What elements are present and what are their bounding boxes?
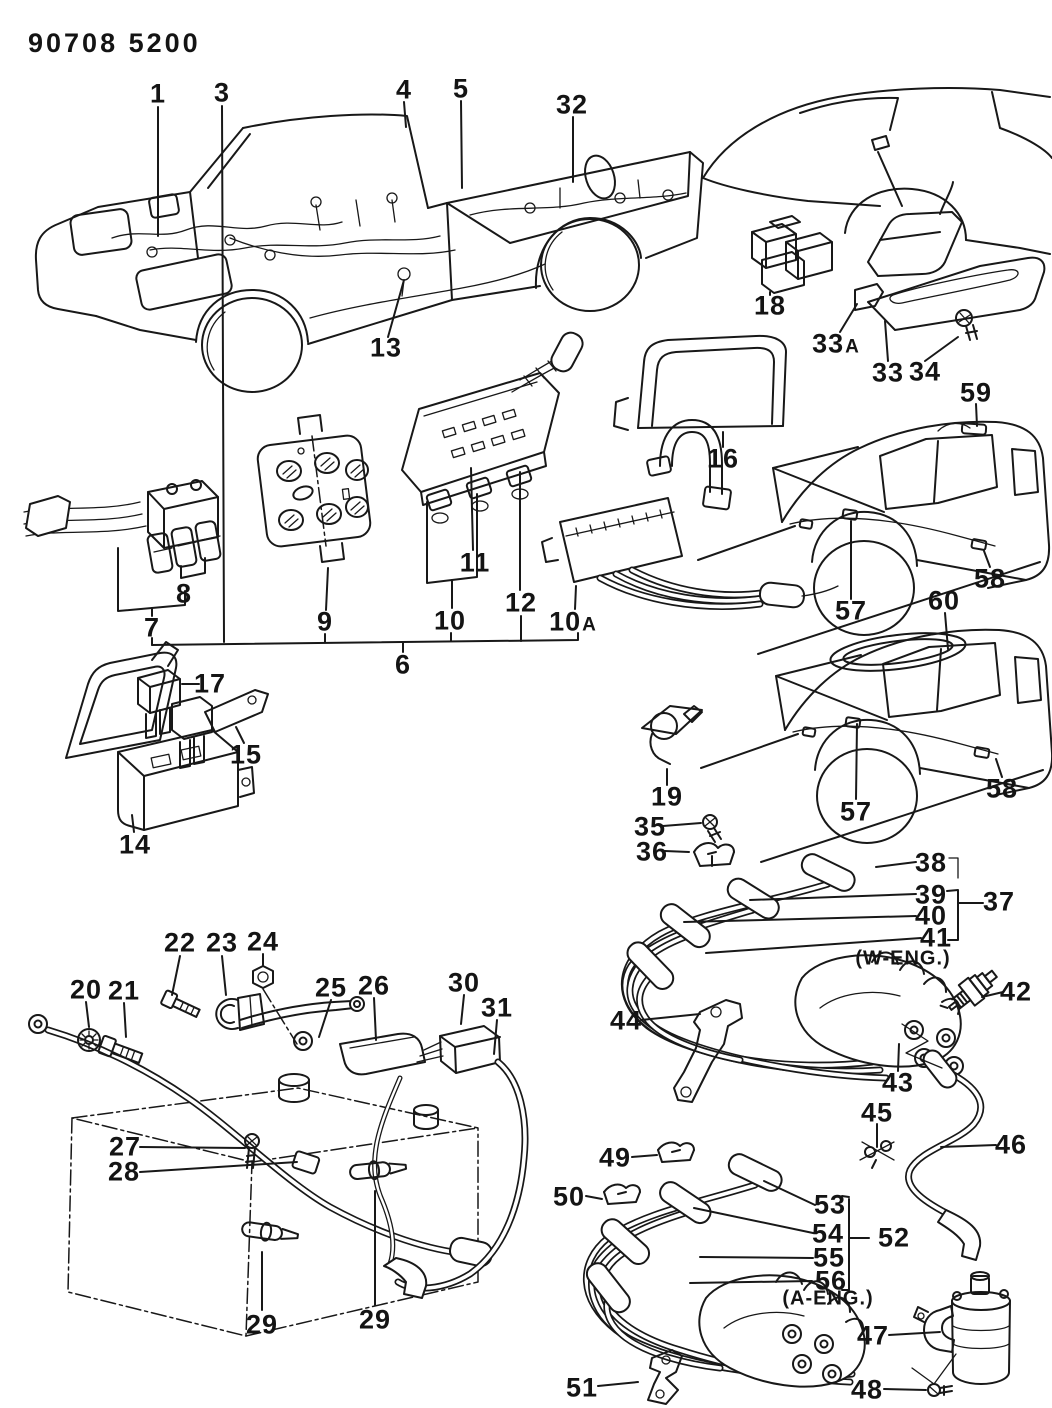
clip-45-art	[859, 1140, 895, 1169]
callout-22: 22	[163, 927, 197, 958]
callout-8: 8	[175, 578, 193, 609]
a-eng-note: (A-ENG.)	[782, 1287, 874, 1310]
battery-art	[67, 1073, 479, 1337]
callout-1: 1	[149, 78, 167, 109]
callout-12: 12	[504, 587, 538, 618]
callout-35: 35	[633, 811, 667, 842]
callout-28: 28	[107, 1156, 141, 1187]
callout-51: 51	[565, 1372, 599, 1403]
callout-58: 58	[973, 563, 1007, 594]
bracket-44-art	[673, 999, 743, 1103]
callout-13: 13	[369, 332, 403, 363]
callout-23: 23	[205, 927, 239, 958]
spark-plug-art	[939, 969, 998, 1011]
lamp-plate-art	[854, 181, 1046, 341]
callout-49: 49	[598, 1142, 632, 1173]
callout-6: 6	[394, 649, 412, 680]
callout-44: 44	[609, 1005, 643, 1036]
callout-34: 34	[908, 356, 942, 387]
callout-40: 40	[914, 900, 948, 931]
callout-57: 57	[839, 796, 873, 827]
body-shell-1-art	[697, 420, 1051, 655]
callout-42: 42	[999, 976, 1033, 1007]
callout-31: 31	[480, 992, 514, 1023]
callout-11: 11	[459, 547, 491, 578]
callout-7: 7	[143, 612, 161, 643]
callout-56: 56	[814, 1265, 848, 1296]
callout-29: 29	[245, 1309, 279, 1340]
callout-52: 52	[877, 1222, 911, 1253]
callout-32: 32	[555, 89, 589, 120]
callout-17: 17	[193, 668, 227, 699]
callout-45: 45	[860, 1097, 894, 1128]
relay-block-art	[751, 215, 833, 294]
callout-21: 21	[107, 975, 141, 1006]
car-outline-art	[702, 87, 1052, 255]
callout-33: 33	[871, 357, 905, 388]
callout-27: 27	[108, 1131, 142, 1162]
callout-41: 41	[919, 922, 953, 953]
callout-25: 25	[314, 972, 348, 1003]
callout-53: 53	[813, 1189, 847, 1220]
callout-4: 4	[395, 74, 413, 105]
callout-33A: 33A	[812, 328, 860, 359]
a-eng-cable-set-art	[583, 1153, 866, 1388]
callout-16: 16	[706, 443, 740, 474]
callout-59: 59	[959, 377, 993, 408]
fuse-block-art	[401, 331, 584, 524]
callout-46: 46	[994, 1129, 1028, 1160]
clip-50-art	[603, 1183, 641, 1205]
battery-cables-art	[28, 996, 529, 1299]
relay-10a-art	[541, 419, 839, 610]
callout-10A: 10A	[549, 606, 597, 637]
page-code: 90708 5200	[28, 28, 201, 58]
callout-36: 36	[635, 836, 669, 867]
callout-39: 39	[914, 879, 948, 910]
callout-26: 26	[357, 970, 391, 1001]
callout-15: 15	[229, 739, 263, 770]
clip-49-art	[657, 1141, 695, 1163]
bracket-51-art	[647, 1349, 683, 1405]
ignition-coil-art	[913, 1271, 1011, 1385]
callout-9: 9	[316, 606, 334, 637]
callout-29: 29	[358, 1304, 392, 1335]
callout-58: 58	[985, 773, 1019, 804]
callout-37: 37	[982, 886, 1016, 917]
callout-5: 5	[452, 73, 470, 104]
callout-60: 60	[927, 585, 961, 616]
leader-lines	[85, 100, 1004, 1391]
callout-54: 54	[811, 1218, 845, 1249]
callout-38: 38	[914, 847, 948, 878]
screw-35-art	[702, 814, 722, 843]
truck-art	[34, 113, 704, 393]
callout-47: 47	[856, 1320, 890, 1351]
callout-20: 20	[69, 974, 103, 1005]
clip-36-art	[693, 842, 735, 867]
clamp-art	[641, 705, 703, 765]
coil-wire-art	[905, 1049, 985, 1261]
callout-24: 24	[246, 926, 280, 957]
callout-50: 50	[552, 1181, 586, 1212]
callout-14: 14	[118, 829, 152, 860]
callout-19: 19	[650, 781, 684, 812]
callout-55: 55	[812, 1242, 846, 1273]
callout-48: 48	[850, 1374, 884, 1405]
cover-art	[613, 334, 787, 431]
body-shell-2-art	[700, 628, 1052, 863]
w-eng-cable-set-art	[620, 853, 964, 1082]
fusible-link-box-art	[65, 641, 269, 831]
callout-18: 18	[753, 290, 787, 321]
callout-10: 10	[433, 605, 467, 636]
callout-57: 57	[834, 595, 868, 626]
screw-48-art	[927, 1383, 953, 1397]
w-eng-note: (W-ENG.)	[855, 947, 951, 970]
callout-30: 30	[447, 967, 481, 998]
relay-plate-art	[256, 414, 372, 563]
connector-art	[23, 479, 222, 574]
callout-3: 3	[213, 77, 231, 108]
callout-43: 43	[881, 1067, 915, 1098]
